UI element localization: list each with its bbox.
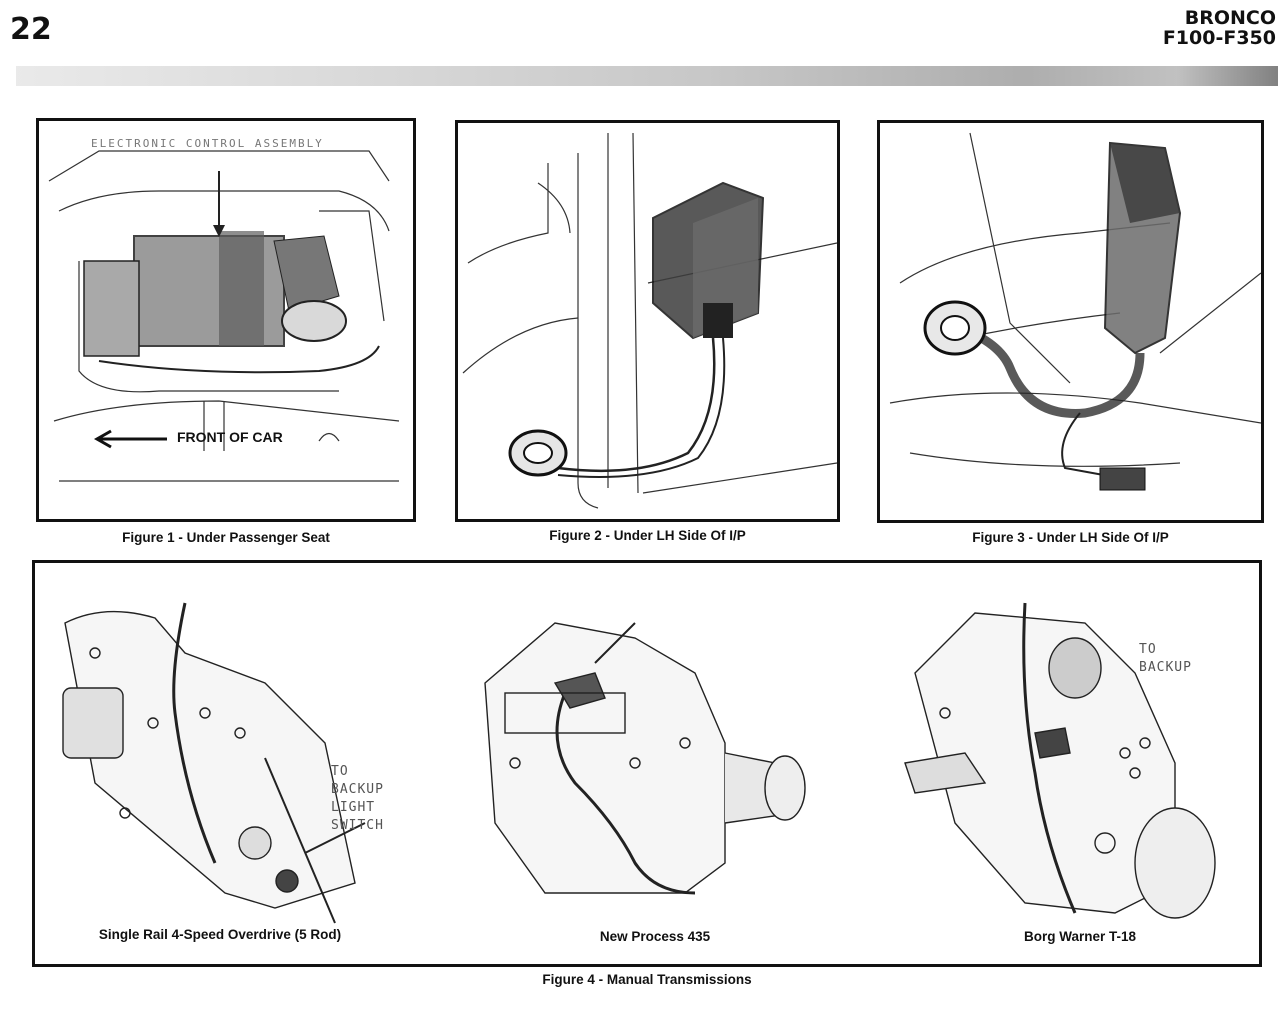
panel-3-caption: Borg Warner T-18: [1023, 929, 1137, 944]
header-band: [16, 66, 1278, 86]
assembly-label: ELECTRONIC CONTROL ASSEMBLY: [91, 137, 324, 150]
model-line-1: BRONCO: [1184, 7, 1276, 29]
panel-2-caption: New Process 435: [599, 929, 711, 944]
figure-1-box: ELECTRONIC CONTROL ASSEMBLY FRONT OF CAR: [36, 118, 416, 522]
front-of-car-label: FRONT OF CAR: [177, 429, 283, 445]
figure-2-drawing: [462, 132, 837, 509]
figure-3-caption: Figure 3 - Under LH Side Of I/P: [972, 530, 1169, 545]
model-heading: BRONCO F100-F350: [1163, 8, 1276, 48]
panel-1-callout: TO BACKUP LIGHT SWITCH: [331, 764, 384, 833]
figure-3-drawing: [889, 132, 1261, 491]
figure-4-caption: Figure 4 - Manual Transmissions: [542, 972, 752, 987]
figure-2-caption: Figure 2 - Under LH Side Of I/P: [549, 528, 746, 543]
model-line-2: F100-F350: [1162, 27, 1276, 49]
left-arrow-icon: [93, 429, 167, 449]
figure-4-box: TO BACKUP LIGHT SWITCH TO BACKUP Single …: [32, 560, 1262, 967]
figure-3-box: [877, 120, 1264, 523]
figure-1-caption: Figure 1 - Under Passenger Seat: [122, 530, 330, 545]
control-assembly-sketch: [83, 171, 380, 374]
module-sketch-3: [923, 141, 1182, 491]
transmission-drawing-icon: [62, 602, 1216, 924]
panel-3-callout: TO BACKUP: [1139, 642, 1192, 675]
figure-1-drawing: [48, 150, 400, 482]
page-number: 22: [10, 12, 52, 47]
figure-2-box: [455, 120, 840, 522]
control-module-sketch: [508, 181, 765, 478]
panel-1-caption: Single Rail 4-Speed Overdrive (5 Rod): [98, 927, 342, 942]
